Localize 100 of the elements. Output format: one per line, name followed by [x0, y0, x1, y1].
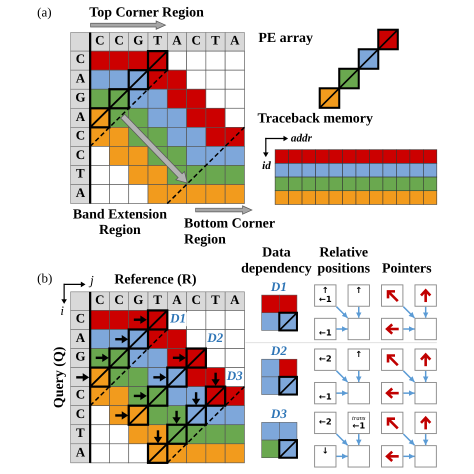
position-box	[314, 412, 336, 434]
column-heading: Data dependency	[241, 245, 312, 276]
nucleotide-letter: T	[210, 33, 221, 50]
diagonal-label: D3	[270, 408, 287, 422]
arrow	[336, 390, 348, 396]
nucleotide-letter: T	[75, 166, 86, 184]
arrow	[403, 454, 415, 460]
pointer-box	[381, 348, 404, 371]
region-label: Band Extension Region	[72, 207, 168, 238]
nucleotide-letter: A	[74, 71, 86, 88]
arrow	[422, 306, 428, 318]
nucleotide-letter: A	[171, 33, 183, 50]
position-box	[314, 445, 336, 468]
column-heading: Relative positions	[317, 245, 370, 276]
region-label: Top Corner Region	[89, 6, 204, 21]
nucleotide-letter: A	[229, 292, 240, 310]
nucleotide-letter: C	[74, 128, 86, 146]
axis-title: Query (Q)	[52, 346, 68, 408]
position-label: ↑	[355, 286, 362, 296]
arrow	[336, 306, 348, 318]
pointer-box	[381, 445, 404, 468]
nucleotide-letter: C	[74, 388, 86, 405]
column-heading: Pointers	[382, 261, 432, 276]
axis-label: i	[60, 304, 64, 320]
arrow	[356, 434, 362, 446]
position-box	[314, 318, 336, 340]
empty-box	[414, 382, 437, 404]
position-box	[314, 284, 336, 307]
region-label: Bottom Corner Region	[184, 216, 276, 247]
nucleotide-letter: C	[94, 33, 106, 50]
empty-box	[414, 318, 437, 340]
heading: Traceback memory	[257, 112, 373, 127]
heading: PE array	[258, 30, 313, 46]
nucleotide-letter: G	[132, 33, 144, 50]
pointer-box	[381, 318, 404, 340]
nucleotide-letter: C	[94, 292, 106, 310]
position-box	[348, 412, 370, 434]
position-box	[348, 284, 370, 307]
pointer-box	[381, 412, 404, 434]
position-box	[348, 348, 370, 371]
empty-box	[348, 318, 370, 340]
arrow	[356, 306, 362, 318]
nucleotide-letter: A	[74, 444, 86, 462]
pointer-box	[381, 284, 404, 307]
empty-box	[348, 382, 370, 404]
arrow	[422, 434, 428, 446]
position-box	[314, 348, 336, 371]
pointer-box	[414, 284, 437, 307]
axis-title: Reference (R)	[114, 272, 196, 288]
position-label: ←1	[318, 329, 332, 338]
nucleotide-letter: A	[74, 330, 86, 348]
nucleotide-letter: A	[171, 292, 183, 310]
nucleotide-letter: T	[152, 33, 163, 50]
panel-label: (b)	[37, 272, 52, 287]
nucleotide-letter: A	[229, 33, 240, 50]
position-label: ←1	[318, 393, 332, 402]
arrow	[403, 390, 415, 396]
pointer-box	[414, 348, 437, 371]
nucleotide-letter: T	[210, 292, 221, 310]
arrow	[403, 326, 415, 332]
arrow	[422, 370, 428, 382]
nucleotide-letter: C	[113, 292, 125, 310]
diagonal-label: D2	[270, 344, 287, 360]
nucleotide-letter: C	[74, 52, 86, 70]
nucleotide-letter: A	[74, 186, 86, 203]
pointer-box	[381, 382, 404, 404]
arrow	[336, 434, 348, 446]
position-label: ↑	[355, 350, 362, 360]
position-box	[314, 382, 336, 404]
diagonal-label: D1	[169, 312, 187, 327]
nucleotide-letter: C	[113, 33, 125, 50]
nucleotide-letter: C	[74, 147, 86, 164]
nucleotide-letter: A	[74, 109, 86, 126]
arrow	[336, 370, 348, 383]
arrow	[336, 326, 348, 332]
arrow	[356, 370, 362, 382]
axis-label: id	[262, 160, 271, 172]
diagonal-label: D1	[270, 280, 287, 295]
nucleotide-letter: C	[74, 406, 86, 424]
position-label: ←2	[318, 355, 332, 364]
nucleotide-letter: G	[74, 90, 86, 108]
position-label: ↓	[322, 447, 329, 456]
nucleotide-letter: C	[74, 312, 86, 328]
arrow	[402, 306, 416, 318]
arrow	[336, 454, 348, 460]
nucleotide-letter: G	[132, 292, 144, 310]
pointer-box	[414, 412, 437, 434]
position-label: ←1	[318, 296, 332, 305]
nucleotide-letter: T	[152, 292, 163, 310]
nucleotide-letter: C	[190, 33, 202, 50]
empty-box	[348, 445, 370, 468]
arrow	[402, 370, 416, 383]
axis-label: j	[90, 274, 94, 288]
position-label: ←1	[352, 422, 366, 432]
panel-label: (a)	[37, 6, 52, 21]
empty-box	[414, 445, 437, 468]
arrow	[402, 434, 416, 446]
axis-label: addr	[290, 132, 312, 144]
nucleotide-letter: T	[75, 426, 86, 443]
position-label: ↑	[322, 286, 329, 296]
